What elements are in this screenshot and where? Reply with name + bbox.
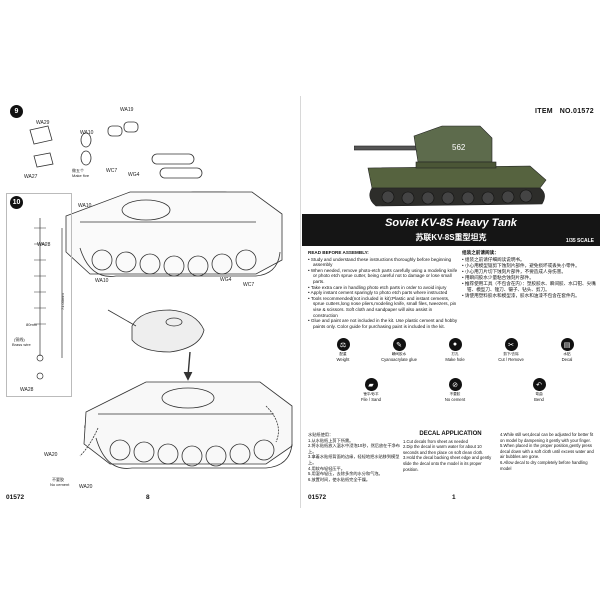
- left-page: 9 WA19 WA29 WA10 WA27 做五个 Make five WC7 …: [0, 96, 299, 508]
- part-label-wa28-low: WA28: [20, 387, 34, 393]
- instructions-heading: READ BEFORE ASSEMBLY:: [308, 250, 369, 255]
- part-label-wa10-low: WA10: [95, 278, 109, 284]
- decal-icon: ▤: [560, 338, 574, 351]
- right-footer-code: 01572: [308, 494, 327, 501]
- legend-make-hole: ● 打孔 Make hole: [436, 338, 474, 362]
- instruction-cn-item: • 小心用模型锯剪下蚀刻片部件，避免损坏或丢失小零件。: [462, 263, 580, 268]
- right-page-number: 1: [452, 494, 456, 501]
- part-label-wa28-top: WA28: [37, 242, 51, 248]
- legend-bend: ↶ 弯曲 Bend: [520, 378, 558, 402]
- title-cn: 苏联KV-8S重型坦克: [415, 233, 487, 242]
- instruction-cn-item: • 推荐使用工具（不包含在内）：塑胶胶水、瞬间胶、水口钳、尖嘴钳、模型刀、锉刀、…: [462, 281, 596, 292]
- instructions-en: READ BEFORE ASSEMBLY: • Study and unders…: [308, 250, 458, 329]
- box-art-tank: 562: [354, 125, 547, 207]
- step-10-wire-panel: [6, 193, 72, 397]
- legend-weight: ⚖ 配重 Weight: [324, 338, 362, 362]
- instruction-spread: 9 WA19 WA29 WA10 WA27 做五个 Make five WC7 …: [0, 96, 600, 508]
- instructions-cn-heading: 组装之前请阅读：: [462, 250, 499, 255]
- make-five-cn: 做五个: [72, 168, 84, 173]
- part-label-wa29: WA29: [36, 120, 50, 126]
- decal-title: DECAL APPLICATION: [419, 431, 482, 437]
- title-banner: Soviet KV-8S Heavy Tank 苏联KV-8S重型坦克 1/35…: [302, 214, 600, 246]
- glue-icon: ✎: [392, 338, 406, 351]
- weight-icon: ⚖: [336, 338, 350, 351]
- step-9-badge: 9: [10, 105, 23, 118]
- decal-application: 水贴纸使用： 1.从水贴纸上剪下所需。 2.将水贴纸放入温水中浸泡10秒，然后放…: [308, 431, 596, 494]
- scissors-icon: ✂: [504, 338, 518, 351]
- item-number: NO.01572: [559, 108, 594, 115]
- instruction-cn-item: • 小心用刀片切下蚀刻片部件，不要造成人身伤害。: [462, 269, 566, 274]
- instruction-cn-item: • 组装之前请仔细阅读说明书。: [462, 257, 525, 262]
- decal-en-column-2: 4.While still wet,decal can be adjusted …: [500, 432, 594, 471]
- part-label-wg4-top: WG4: [128, 172, 140, 178]
- length-80mm: 80mm: [26, 322, 38, 327]
- instruction-item: • When needed, remove photo-etch parts c…: [308, 267, 458, 284]
- instruction-cn-item: • 用瞬间胶水少量粘合蚀刻片部件。: [462, 275, 534, 280]
- part-label-wa27: WA27: [24, 174, 38, 180]
- instruction-item: • Glue and paint are not included in the…: [308, 318, 458, 329]
- instructions-cn: 组装之前请阅读： • 组装之前请仔细阅读说明书。 • 小心用模型锯剪下蚀刻片部件…: [462, 250, 596, 299]
- legend-glue: ✎ 瞬间胶水 Cyanoacrylate glue: [380, 338, 418, 362]
- page-fold: [300, 96, 301, 508]
- brass-wire-cn: (铜线): [14, 337, 25, 342]
- part-label-wg4-low: WG4: [220, 277, 232, 283]
- instruction-item: • Study and understand these instruction…: [308, 256, 452, 268]
- legend-file: ▰ 锉平/砂平 File / Sand: [352, 378, 390, 402]
- right-page: ITEM NO.01572: [302, 96, 600, 508]
- decal-cn-column: 水贴纸使用： 1.从水贴纸上剪下所需。 2.将水贴纸放入温水中浸泡10秒，然后放…: [308, 432, 400, 482]
- step-9-drawing: [29, 121, 283, 277]
- part-label-wc7-top: WC7: [106, 168, 118, 174]
- part-label-wa19: WA19: [120, 107, 134, 113]
- step-10-tank-drawing: [79, 309, 293, 469]
- left-page-number: 8: [146, 494, 150, 501]
- legend-decal: ▤ 水贴 Decal: [548, 338, 586, 362]
- instruction-item: • Tools recommended(not included in kit)…: [308, 295, 457, 318]
- part-label-wa10-mid: WA10: [78, 203, 92, 209]
- brass-wire-diagram: [34, 218, 63, 380]
- make-five-en: Make five: [72, 173, 90, 178]
- instruction-item: • Apply instant cement sparingly to phot…: [308, 290, 448, 296]
- part-label-wa20-b: WA20: [79, 484, 93, 490]
- file-icon: ▰: [364, 378, 378, 391]
- decal-en-column-1: DECAL APPLICATION 1.Cut decals from shee…: [403, 431, 498, 472]
- legend-no-cement: ⊘ 不要胶 No cement: [436, 378, 474, 402]
- no-cement-cn: 不要胶: [52, 477, 64, 482]
- step-10-badge: 10: [10, 196, 23, 209]
- tank-number-marking: 562: [452, 143, 466, 152]
- brass-wire-en: Brass wire: [12, 342, 31, 347]
- instruction-cn-item: • 请使用塑料胶水和模型漆，胶水和油漆不包含在套件内。: [462, 293, 580, 298]
- bend-icon: ↶: [532, 378, 546, 391]
- item-number-line: ITEM NO.01572: [535, 108, 594, 115]
- drill-icon: ●: [448, 338, 462, 351]
- legend-cut: ✂ 剪下/去除 Cut / Remove: [492, 338, 530, 362]
- scale-label: 1/35 SCALE: [565, 238, 594, 244]
- part-label-wa20-a: WA20: [44, 452, 58, 458]
- instruction-item: • Take extra care in handling photo etch…: [308, 284, 447, 290]
- title-en: Soviet KV-8S Heavy Tank: [385, 217, 517, 229]
- no-cement-icon: ⊘: [448, 378, 462, 391]
- part-label-wc7-low: WC7: [243, 282, 255, 288]
- no-cement-en: No cement: [50, 482, 70, 487]
- item-label: ITEM: [535, 108, 553, 115]
- left-footer-code: 01572: [6, 494, 25, 501]
